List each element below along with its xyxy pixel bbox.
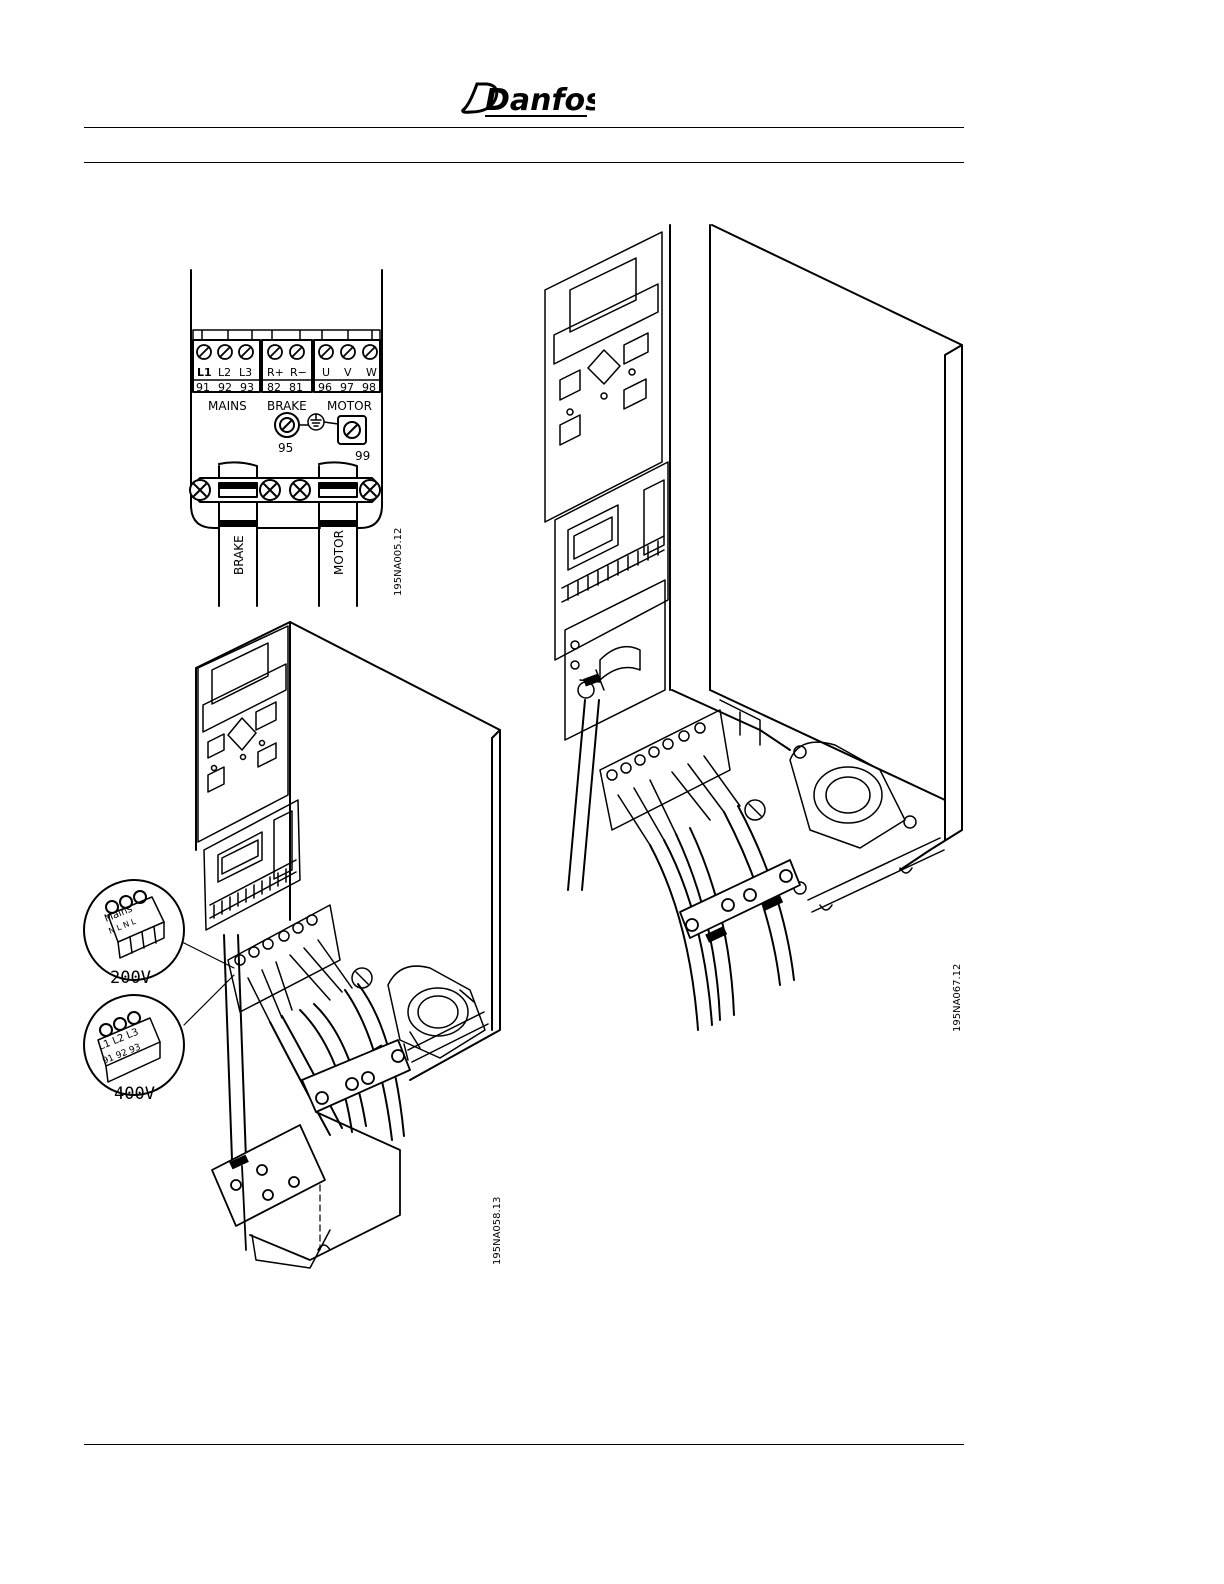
cable-label-brake: BRAKE [232,535,246,575]
fan-grille [388,966,485,1058]
control-panel [198,626,288,842]
right-drive-illustration: 195NA067.12 [545,225,963,1032]
group-label-brake: BRAKE [267,399,307,413]
figure-id-right-drive: 195NA067.12 [952,964,963,1032]
terminal-number-91: 91 [196,381,210,394]
inset-label-200v: 200V [110,968,151,988]
left-drive-illustration: Mains N L N L 200V L1 L2 L3 91 92 93 400… [84,622,503,1268]
control-terminals [204,800,300,930]
right-power-terminals [600,700,765,845]
cable-label-motor: MOTOR [332,530,346,575]
terminal-number-97: 97 [340,381,354,394]
earth-number-95: 95 [278,441,293,455]
terminal-number-93: 93 [240,381,254,394]
terminal-label-l2: L2 [218,366,231,379]
terminal-diagram: L1 L2 L3 R+ R− U V W 91 92 93 82 81 96 9… [190,270,404,606]
terminal-number-82: 82 [267,381,281,394]
terminal-number-81: 81 [289,381,303,394]
cable-clamp-bar [190,478,380,502]
right-control-terminals [555,462,668,740]
terminal-label-w: W [366,366,377,379]
earth-number-99: 99 [355,449,370,463]
terminal-label-l1: L1 [197,366,212,379]
terminal-label-u: U [322,366,330,379]
inset-400v: L1 L2 L3 91 92 93 400V [84,995,184,1104]
terminal-screws [197,345,377,359]
cable-clamp-plate [212,1040,410,1268]
inset-200v: Mains N L N L 200V [84,880,184,988]
terminal-number-96: 96 [318,381,332,394]
terminal-number-98: 98 [362,381,376,394]
earth-screw-brake [275,413,299,437]
figure-id-left-drive: 195NA058.13 [492,1197,503,1265]
right-control-panel [545,232,662,522]
group-label-motor: MOTOR [327,399,372,413]
figure-id-terminals: 195NA005.12 [393,528,404,596]
terminal-label-l3: L3 [239,366,252,379]
terminal-label-v: V [344,366,352,379]
group-label-mains: MAINS [208,399,247,413]
earth-screw-motor [338,416,366,444]
power-terminals [228,905,372,1022]
right-drive-cables [568,700,794,1030]
terminal-number-92: 92 [218,381,232,394]
terminal-label-r-minus: R− [290,366,307,379]
terminal-label-r-plus: R+ [267,366,284,379]
right-cable-clamp [580,670,800,938]
inset-label-400v: 400V [114,1084,155,1104]
earth-symbol-icon [308,414,324,430]
left-drive-cables [224,935,404,1160]
